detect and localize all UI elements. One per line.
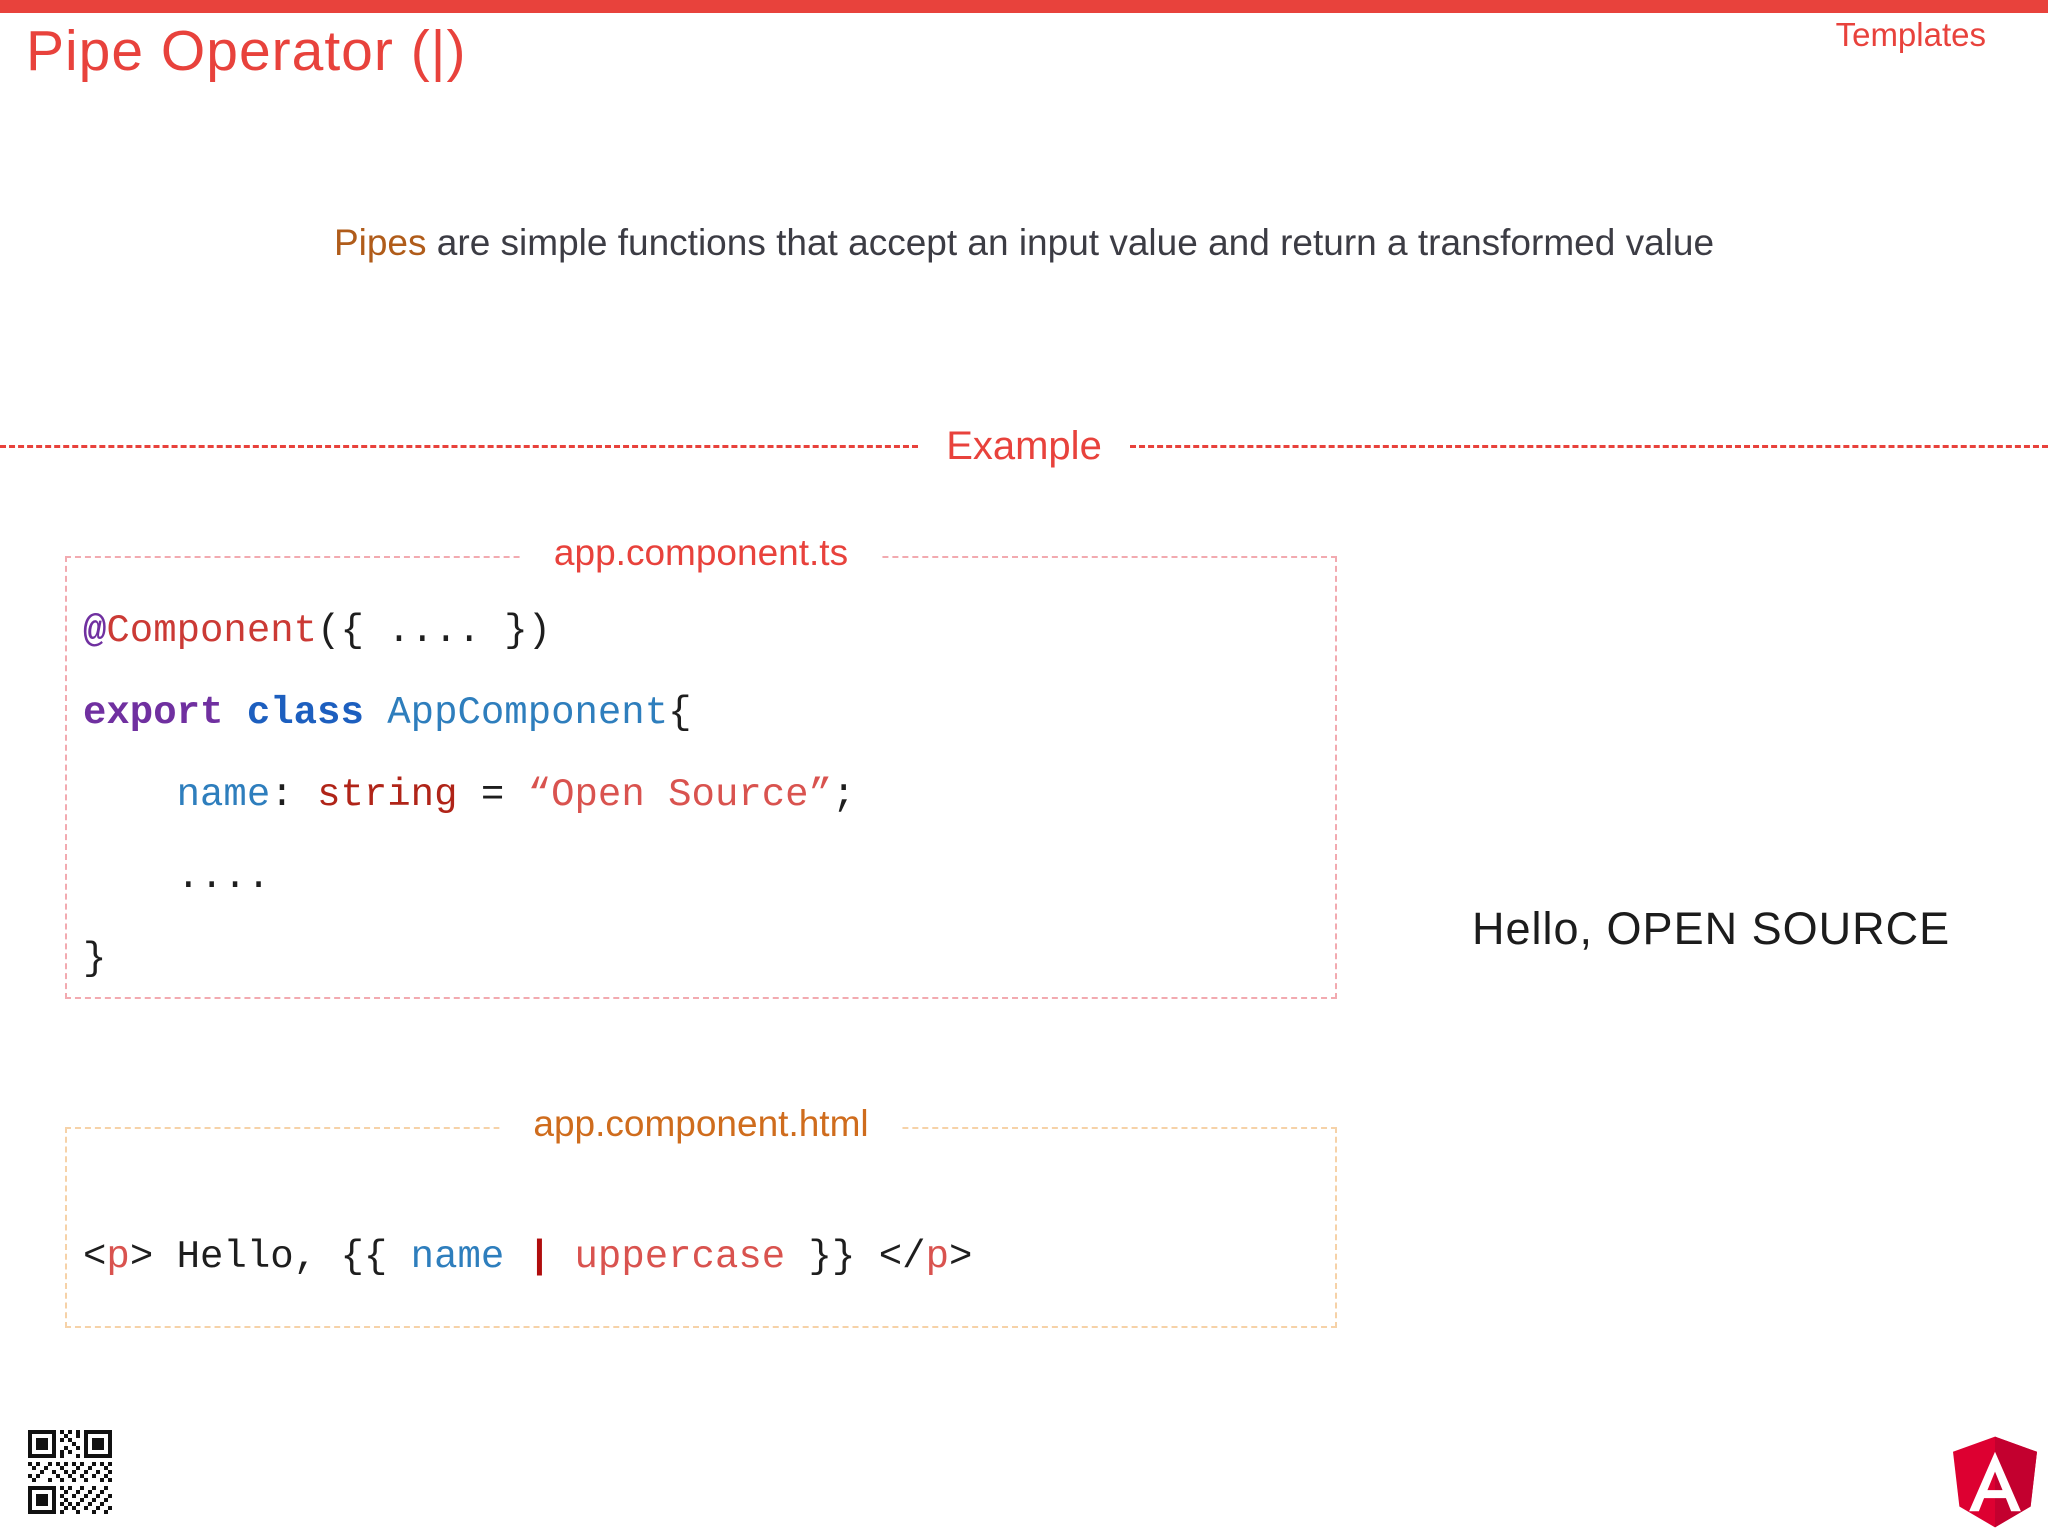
code-area-ts: @Component({ .... }) export class AppCom… xyxy=(67,558,1335,1000)
code-box-ts-filename: app.component.ts xyxy=(519,532,883,574)
code-token: Component xyxy=(106,609,318,653)
divider-label: Example xyxy=(946,424,1102,468)
code-token: “Open Source” xyxy=(527,773,832,817)
code-line-template-binding: <p> Hello, {{ name | uppercase }} </p> xyxy=(83,1233,1325,1281)
code-token: name xyxy=(410,1235,505,1279)
divider-dashed-line-left xyxy=(0,445,919,448)
angular-logo-icon xyxy=(1953,1436,2037,1528)
code-token: > Hello, {{ xyxy=(129,1235,411,1279)
code-token xyxy=(83,773,177,817)
code-line-class-declaration: export class AppComponent{ xyxy=(83,672,1325,754)
code-token: > xyxy=(949,1235,973,1279)
code-token: string xyxy=(317,773,458,817)
code-token: ; xyxy=(831,773,856,817)
code-line-closing-brace: } xyxy=(83,918,1325,1000)
code-line-name-property: name: string = “Open Source”; xyxy=(83,754,1325,836)
code-line-ellipsis: .... xyxy=(83,836,1325,918)
top-accent-bar xyxy=(0,0,2048,13)
example-divider: Example xyxy=(0,424,2048,469)
pipe-output-text: Hello, OPEN SOURCE xyxy=(1472,903,1951,954)
code-token xyxy=(504,1235,527,1279)
code-token: AppComponent xyxy=(387,691,669,735)
section-label: Templates xyxy=(1835,16,1986,53)
code-box-component-html: app.component.html <p> Hello, {{ name | … xyxy=(65,1103,1337,1328)
code-token: { xyxy=(668,691,692,735)
code-area-html: <p> Hello, {{ name | uppercase }} </p> xyxy=(67,1129,1335,1281)
code-token: p xyxy=(925,1235,949,1279)
intro-sentence: Pipes are simple functions that accept a… xyxy=(0,222,2048,264)
code-token: .... xyxy=(83,855,271,899)
code-token: uppercase xyxy=(574,1235,786,1279)
divider-dashed-line-right xyxy=(1129,445,2048,448)
code-token: } xyxy=(83,937,107,981)
code-token: export xyxy=(83,691,247,735)
qr-code-icon xyxy=(28,1430,112,1514)
intro-highlight: Pipes xyxy=(333,222,427,263)
code-token: = xyxy=(457,773,528,817)
code-token: < xyxy=(83,1235,107,1279)
code-token: @ xyxy=(83,609,107,653)
intro-rest: are simple functions that accept an inpu… xyxy=(426,222,1715,263)
code-box-html-filename: app.component.html xyxy=(499,1103,903,1145)
code-token: : xyxy=(270,773,318,817)
code-token: class xyxy=(246,691,388,735)
code-token: p xyxy=(106,1235,130,1279)
code-token: name xyxy=(176,773,271,817)
pipe-operator-token: | xyxy=(527,1235,552,1279)
code-token: }} </ xyxy=(785,1235,926,1279)
page-title: Pipe Operator (|) xyxy=(26,19,467,83)
code-token xyxy=(551,1235,574,1279)
code-token: ({ .... }) xyxy=(317,609,552,653)
code-box-component-ts: app.component.ts @Component({ .... }) ex… xyxy=(65,532,1337,1000)
code-line-decorator: @Component({ .... }) xyxy=(83,590,1325,672)
